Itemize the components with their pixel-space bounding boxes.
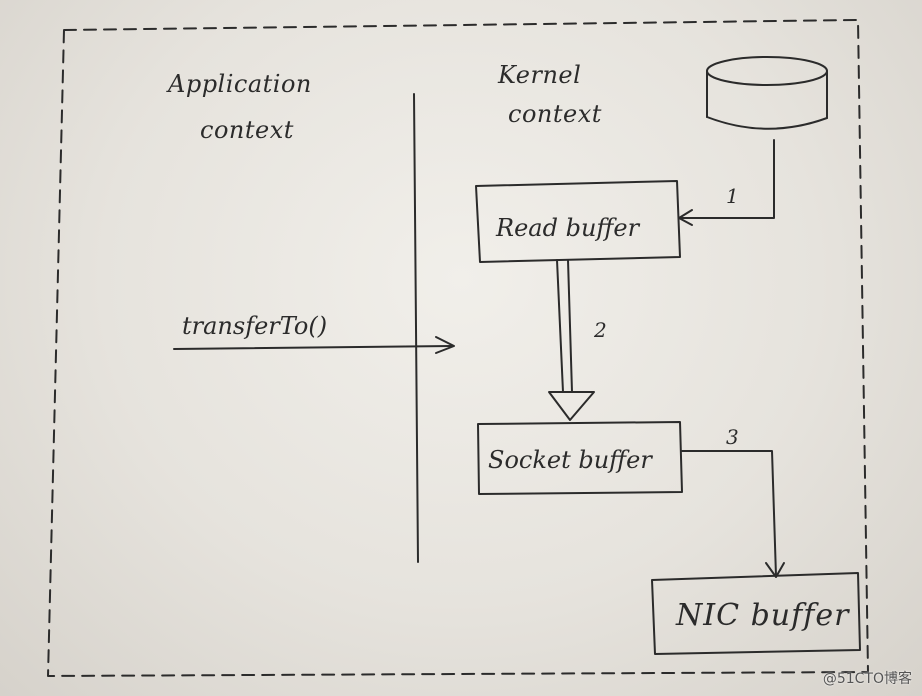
arrow-step-3 — [681, 450, 777, 577]
arrow-step-3-head — [765, 562, 785, 578]
disk-cylinder-icon — [706, 56, 828, 130]
arrow-step-2-right — [567, 259, 573, 393]
arrow-step-1 — [679, 139, 775, 219]
kernel-context-label-line2: context — [508, 100, 602, 128]
arrow-step-2-head — [548, 391, 595, 421]
transfer-to-call-label: transferTo() — [182, 312, 328, 340]
call-arrow — [173, 345, 453, 350]
nic-buffer-label: NIC buffer — [676, 598, 850, 633]
context-divider — [413, 93, 419, 563]
read-buffer-box — [475, 180, 681, 263]
step-1-label: 1 — [726, 184, 739, 208]
application-context-label-line2: context — [200, 116, 294, 144]
step-3-label: 3 — [726, 425, 739, 449]
read-buffer-label: Read buffer — [496, 214, 640, 242]
kernel-context-label-line1: Kernel — [498, 61, 582, 89]
call-arrow-head — [435, 336, 455, 354]
socket-buffer-box — [477, 421, 683, 495]
watermark: @51CTO博客 — [822, 671, 912, 687]
application-context-label-line1: Application — [168, 70, 312, 98]
dashed-border — [47, 19, 869, 677]
arrow-step-2-left — [556, 259, 564, 393]
step-2-label: 2 — [594, 318, 607, 342]
nic-buffer-box — [651, 572, 861, 655]
socket-buffer-label: Socket buffer — [488, 446, 652, 474]
